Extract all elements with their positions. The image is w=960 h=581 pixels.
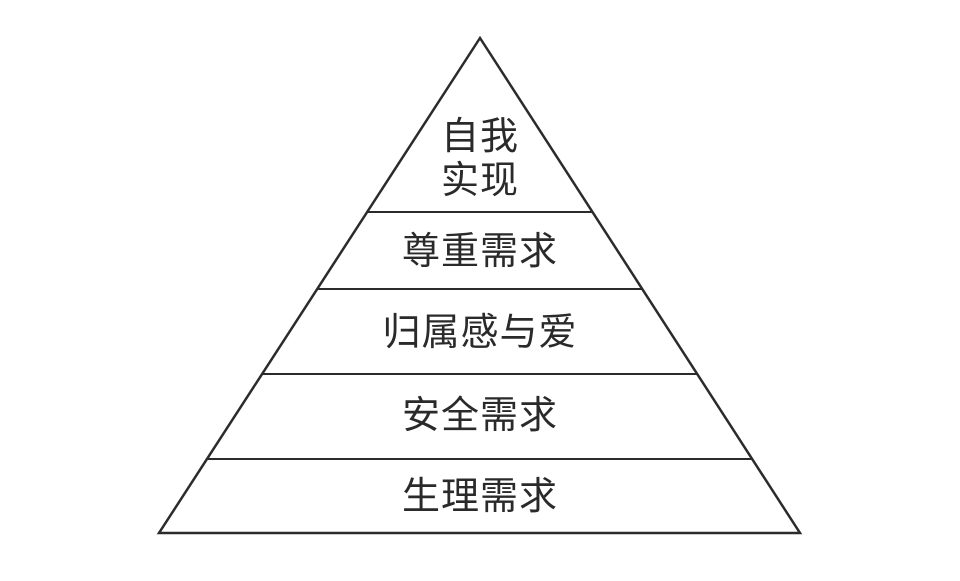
level-safety: 安全需求 [330,393,630,437]
level-belonging-love: 归属感与爱 [330,310,630,354]
level-label: 归属感与爱 [382,310,578,354]
pyramid-outline [156,35,803,535]
level-esteem: 尊重需求 [330,229,630,273]
level-physiological: 生理需求 [330,474,630,518]
level-label: 尊重需求 [401,229,558,273]
level-label-line: 自我 [440,114,519,158]
level-self-actualization: 自我 实现 [330,114,630,202]
level-label-line: 实现 [440,158,519,202]
level-label: 生理需求 [401,474,558,518]
level-label: 安全需求 [401,393,558,437]
